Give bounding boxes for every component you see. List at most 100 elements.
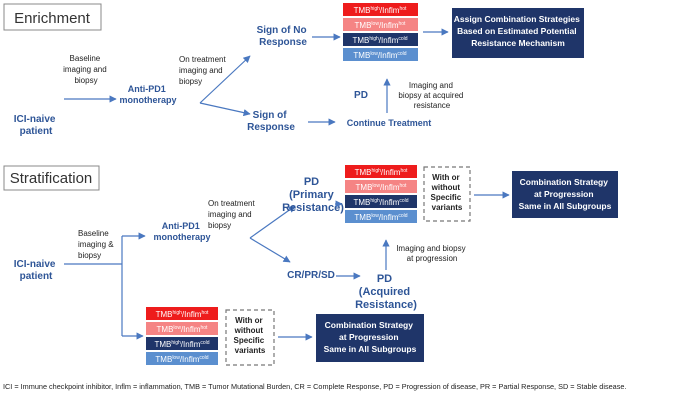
strat-variants-top-line1: With or	[432, 173, 459, 182]
enrichment-start-line1: ICI-naive	[14, 114, 56, 125]
stratification-section: Stratification ICI-naive patient Baselin…	[3, 165, 618, 366]
strat-ontreat-line3: biopsy	[208, 221, 231, 230]
enrichment-resp-line1: Sign of	[253, 110, 288, 121]
strat-pdprimary-line1: PD	[304, 176, 319, 188]
enrichment-noresp-line1: Sign of No	[257, 25, 307, 36]
strat-top-tmb-high-cold	[345, 195, 417, 208]
svg-text:Combination Strategy at: Combination Strategy at Progression Same…	[324, 320, 417, 354]
strat-start-line1: ICI-naive	[14, 259, 56, 270]
strat-baseline-line1: Baseline	[78, 229, 109, 238]
strat-variants-top-line4: variants	[432, 203, 463, 212]
strat-variants-top-line2: without	[431, 183, 461, 192]
svg-text:Anti-PD1 monotherapy: Anti-PD1 monotherapy	[153, 221, 210, 242]
strat-top-tmb-low-cold	[345, 210, 417, 223]
strat-arrow-pdprimary	[249, 205, 296, 239]
svg-text:TMBhigh/Inflmcold: TMBhigh/Inflmcold	[154, 340, 209, 349]
enrichment-strategy-box	[452, 8, 584, 58]
strat-pdprimary-line3: Resistance)	[282, 202, 344, 214]
strat-strategy-box-top	[512, 171, 618, 218]
strat-variants-box-bottom	[225, 309, 275, 366]
strat-therapy-line2: monotherapy	[153, 232, 210, 242]
enrichment-continue: Continue Treatment	[347, 118, 432, 128]
strat-baseline-line2: imaging &	[78, 240, 114, 249]
strat-pdacq-line3: Resistance)	[355, 299, 417, 311]
enrichment-therapy-line2: monotherapy	[119, 95, 176, 105]
strat-strategy-bottom-line2: at Progression	[339, 332, 399, 342]
strat-variants-bottom-line3: Specific	[234, 336, 265, 345]
strat-bottom-tmb-low-cold	[146, 352, 218, 365]
svg-text:ICI-naive patient: ICI-naive patient	[14, 259, 58, 282]
enrichment-title: Enrichment	[14, 10, 91, 27]
enrichment-ontreat-line1: On treatment	[179, 55, 226, 64]
strat-tmb-stack-bottom: TMBhigh/Inflmhot TMBlow/Inflmhot TMBhigh…	[146, 307, 218, 365]
strat-tmb-stack-top: TMBhigh/Inflmhot TMBlow/Inflmhot TMBhigh…	[345, 165, 417, 223]
strat-start-line2: patient	[20, 271, 53, 282]
svg-text:TMBlow/Inflmcold: TMBlow/Inflmcold	[354, 213, 407, 222]
strat-strategy-bottom-line3: Same in All Subgroups	[324, 344, 417, 354]
strat-ontreat-line2: imaging and	[208, 210, 252, 219]
strat-variants-bottom-line4: variants	[235, 346, 266, 355]
enrichment-acquired-line3: resistance	[414, 101, 451, 110]
enrichment-section: Enrichment ICI-naive patient Baseline im…	[3, 3, 584, 137]
svg-text:TMBhigh/Inflmcold: TMBhigh/Inflmcold	[353, 198, 408, 207]
svg-text:Baseline imaging and: Baseline imaging and biopsy	[63, 54, 109, 85]
strat-top-tmb-low-hot	[345, 180, 417, 193]
enrichment-tmb-low-hot	[343, 18, 418, 31]
svg-text:TMBhigh/Inflmhot: TMBhigh/Inflmhot	[156, 310, 209, 319]
svg-text:PD (Primary Resist: PD (Primary Resistance)	[282, 176, 344, 214]
enrichment-strategy-line1: Assign Combination Strategies	[454, 14, 580, 24]
svg-text:TMBhigh/Inflmhot: TMBhigh/Inflmhot	[354, 6, 407, 15]
strat-strategy-bottom-line1: Combination Strategy	[325, 320, 414, 330]
strat-bottom-tmb-high-hot	[146, 307, 218, 320]
enrichment-tmb-high-hot	[343, 3, 418, 16]
enrichment-arrow-noresp	[199, 55, 251, 104]
svg-text:ICI-naive patient: ICI-naive patient	[14, 114, 58, 137]
svg-text:TMBlow/Inflmhot: TMBlow/Inflmhot	[157, 325, 209, 334]
enrichment-ontreat-line2: imaging and	[179, 66, 223, 75]
svg-text:Baseline imaging &: Baseline imaging & biopsy	[78, 229, 116, 260]
stratification-title-box	[3, 165, 100, 191]
strat-strategy-top-line3: Same in All Subgroups	[519, 201, 612, 211]
strat-strategy-top-line2: at Progression	[534, 189, 594, 199]
strat-pdprimary-line2: (Primary	[289, 189, 335, 201]
enrichment-strategy-line3: Resistance Mechanism	[471, 38, 565, 48]
strat-crprsd: CR/PR/SD	[287, 270, 335, 281]
enrichment-ontreat-line3: biopsy	[179, 77, 202, 86]
strat-pdacq-line2: (Acquired	[359, 286, 410, 298]
strat-variants-bottom-line2: without	[234, 326, 264, 335]
strat-progression-line1: Imaging and biopsy	[396, 244, 465, 253]
svg-text:Sign of Response: Sign of Response	[247, 110, 295, 133]
strat-bottom-tmb-high-cold	[146, 337, 218, 350]
enrichment-therapy-line1: Anti-PD1	[128, 84, 166, 94]
enrichment-pd: PD	[354, 90, 368, 101]
svg-text:TMBlow/Inflmcold: TMBlow/Inflmcold	[353, 51, 406, 60]
strat-variants-box-top	[423, 166, 471, 222]
enrichment-tmb-stack: TMBhigh/Inflmhot TMBlow/Inflmhot TMBhigh…	[343, 3, 418, 61]
svg-text:Combination Strategy at: Combination Strategy at Progression Same…	[519, 177, 612, 211]
strat-ontreat-line1: On treatment	[208, 199, 255, 208]
svg-text:TMBhigh/Inflmcold: TMBhigh/Inflmcold	[352, 36, 407, 45]
strat-pdacq-line1: PD	[377, 273, 392, 285]
strat-top-tmb-high-hot	[345, 165, 417, 178]
enrichment-acquired-line1: Imaging and	[409, 81, 453, 90]
svg-text:Sign of No Response: Sign of No Response	[257, 25, 310, 48]
strat-variants-bottom-line1: With or	[235, 316, 262, 325]
svg-text:TMBlow/Inflmhot: TMBlow/Inflmhot	[356, 183, 408, 192]
strat-baseline-line3: biopsy	[78, 251, 101, 260]
strat-variants-top-line3: Specific	[431, 193, 462, 202]
strat-bottom-tmb-low-hot	[146, 322, 218, 335]
svg-text:PD (Acquired Resis: PD (Acquired Resistance)	[355, 273, 417, 311]
svg-text:Assign Combination Strategies: Assign Combination Strategies Based on E…	[454, 14, 582, 48]
enrichment-tmb-high-cold	[343, 33, 418, 46]
enrichment-baseline-line1: Baseline	[70, 54, 101, 63]
svg-text:With or without Sp: With or without Specific variants	[431, 173, 464, 212]
enrichment-acquired-line2: biopsy at acquired	[398, 91, 463, 100]
enrichment-arrow-resp	[199, 102, 251, 117]
strat-arrow-crprsd	[249, 237, 291, 263]
enrichment-strategy-line2: Based on Estimated Potential	[457, 26, 577, 36]
svg-text:TMBlow/Inflmhot: TMBlow/Inflmhot	[355, 21, 407, 30]
strat-therapy-line1: Anti-PD1	[162, 221, 200, 231]
stratification-title: Stratification	[10, 170, 93, 187]
svg-text:TMBlow/Inflmcold: TMBlow/Inflmcold	[155, 355, 208, 364]
